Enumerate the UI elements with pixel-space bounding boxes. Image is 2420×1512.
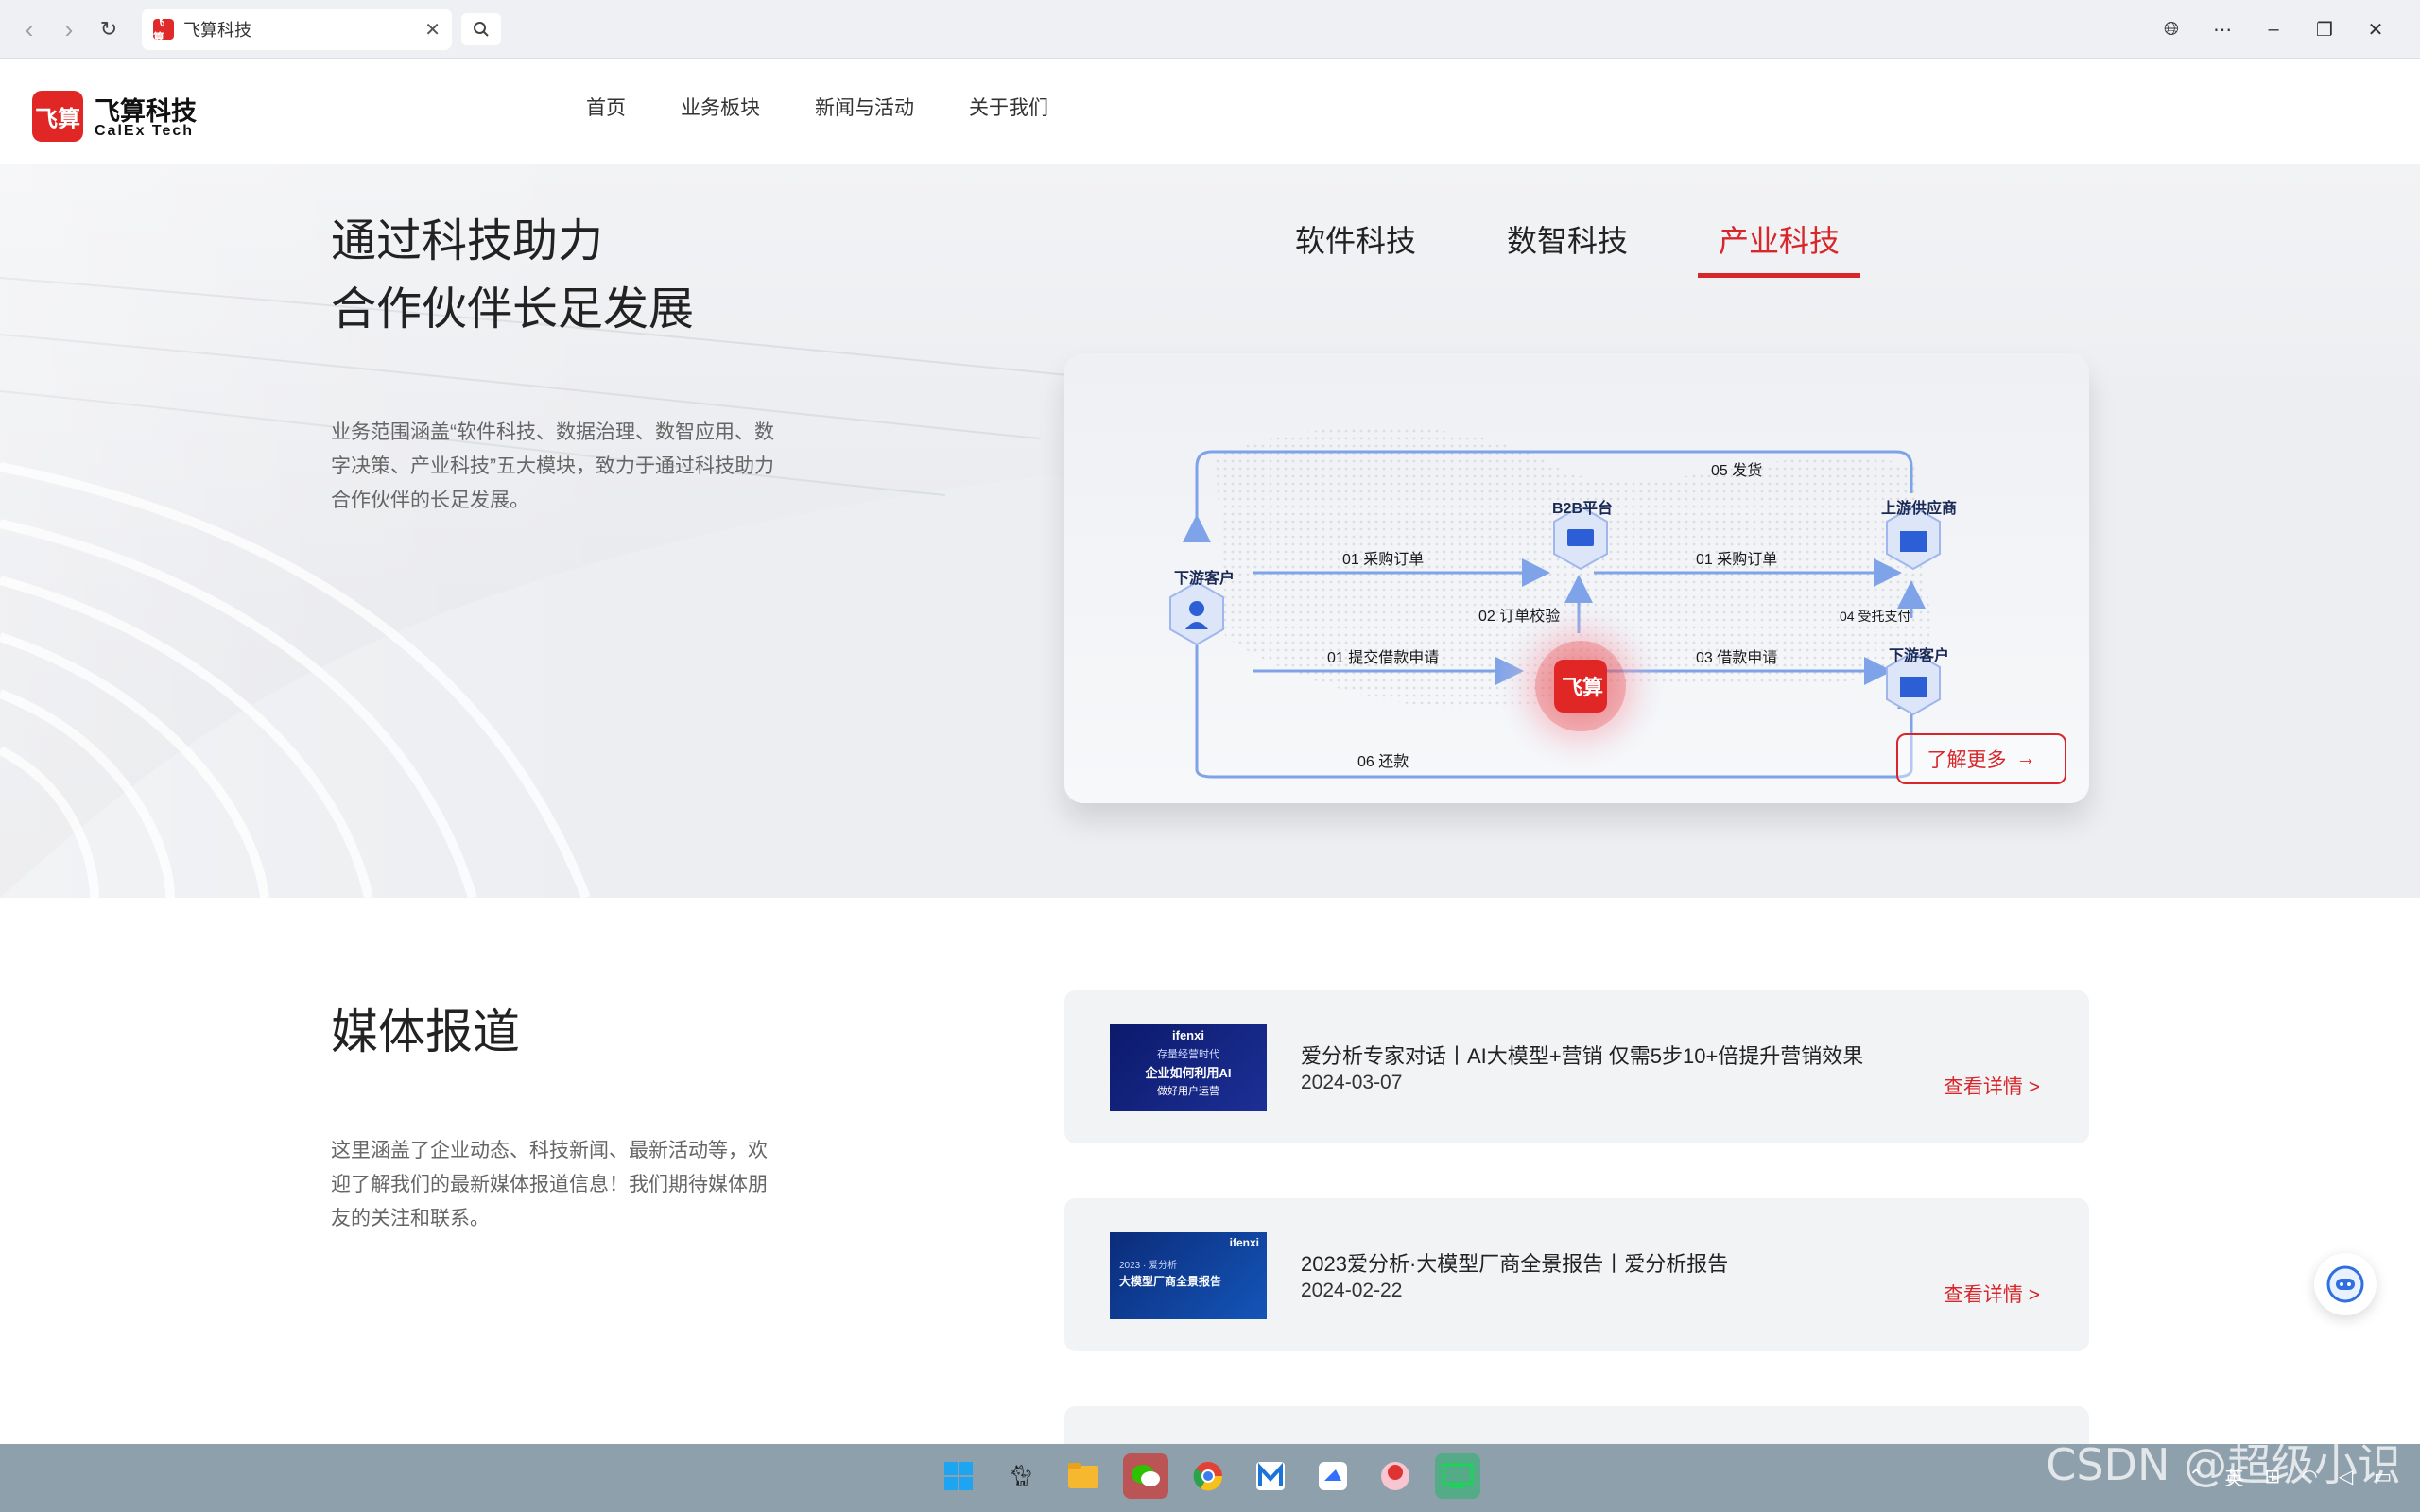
- news-title[interactable]: 2023爱分析·大模型厂商全景报告丨爱分析报告: [1301, 1252, 1729, 1276]
- nav-news[interactable]: 新闻与活动: [815, 97, 914, 119]
- system-tray: ⌃ 英 ⊞ ◠ ◁ ▭: [2188, 1463, 2392, 1490]
- thumb-line: 做好用户运营: [1157, 1086, 1219, 1097]
- main-nav: 首页 业务板块 新闻与活动 关于我们: [586, 93, 1048, 121]
- news-card-partial[interactable]: [1064, 1406, 2089, 1444]
- edge-pay: 04 受托支付: [1840, 609, 1911, 624]
- wechat-icon[interactable]: [1123, 1453, 1168, 1499]
- node-b2b: B2B平台: [1552, 501, 1614, 517]
- browser-tab[interactable]: 飞算 飞算科技 ✕: [142, 9, 452, 50]
- nav-home[interactable]: 首页: [586, 97, 626, 119]
- hero-title: 通过科技助力 合作伙伴长足发展: [331, 216, 695, 335]
- industry-flow-diagram: 下游客户 B2B平台 上游供应商 下游客户 飞算 05 发货 01 采购订单 0…: [1064, 353, 2089, 803]
- wifi-icon[interactable]: ◠: [2301, 1467, 2318, 1487]
- nav-about[interactable]: 关于我们: [969, 97, 1048, 119]
- watermark: CSDN @超级小识: [2046, 1439, 2401, 1490]
- edge-repay: 06 还款: [1357, 754, 1409, 770]
- site-header: [0, 59, 2420, 164]
- edge-ship: 05 发货: [1711, 463, 1763, 479]
- thumb-line: 存量经营时代: [1157, 1049, 1219, 1060]
- nav-business[interactable]: 业务板块: [681, 97, 760, 119]
- globe-icon[interactable]: 🌐︎: [2164, 18, 2179, 40]
- learn-more-label: 了解更多: [1927, 749, 2007, 771]
- input-language[interactable]: 英: [2224, 1469, 2244, 1489]
- view-details-link[interactable]: 查看详情 >: [1943, 1076, 2040, 1098]
- search-icon[interactable]: [461, 13, 501, 45]
- news-thumbnail[interactable]: ifenxi 存量经营时代 企业如何利用AI 做好用户运营: [1110, 1024, 1267, 1111]
- chatbot-icon[interactable]: [2314, 1253, 2377, 1315]
- anime-app-icon[interactable]: [1373, 1453, 1418, 1499]
- logo-name-en: CalEx Tech: [95, 123, 195, 139]
- media-title: 媒体报道: [331, 1005, 520, 1058]
- file-explorer-icon[interactable]: [1061, 1453, 1106, 1499]
- restore-icon[interactable]: ❐: [2316, 19, 2333, 41]
- tab-software[interactable]: 软件科技: [1295, 224, 1417, 258]
- news-thumbnail[interactable]: ifenxi 2023 · 爱分析 大模型厂商全景报告: [1110, 1232, 1267, 1319]
- tab-digital[interactable]: 数智科技: [1507, 224, 1629, 258]
- edge-verify: 02 订单校验: [1478, 609, 1561, 625]
- tab-title: 飞算科技: [183, 21, 251, 40]
- edge-loan-submit: 01 提交借款申请: [1327, 650, 1440, 666]
- media-description: 这里涵盖了企业动态、科技新闻、最新活动等，欢迎了解我们的最新媒体报道信息！我们期…: [331, 1140, 768, 1229]
- hero-tabs: 软件科技 数智科技 产业科技: [1295, 217, 1861, 278]
- tab-industry[interactable]: 产业科技: [1698, 217, 1861, 278]
- close-tab-icon[interactable]: ✕: [424, 20, 441, 41]
- chevron-up-icon[interactable]: ⌃: [2187, 1467, 2204, 1487]
- thumb-brand: ifenxi: [1172, 1028, 1204, 1042]
- news-date: 2024-02-22: [1301, 1280, 1403, 1301]
- thumb-line: 企业如何利用AI: [1145, 1066, 1232, 1080]
- browser-chrome: ‹ › ↻ 飞算 飞算科技 ✕ 🌐︎ ⋯ – ❐ ✕: [0, 0, 2420, 59]
- refresh-icon[interactable]: ↻: [99, 17, 118, 41]
- edge-po-left: 01 采购订单: [1342, 552, 1425, 568]
- learn-more-button[interactable]: 了解更多 →: [1896, 733, 2066, 784]
- news-card[interactable]: ifenxi 存量经营时代 企业如何利用AI 做好用户运营 爱分析专家对话丨AI…: [1064, 990, 2089, 1143]
- thumb-brand: ifenxi: [1229, 1236, 1259, 1249]
- news-title[interactable]: 爱分析专家对话丨AI大模型+营销 仅需5步10+倍提升营销效果: [1301, 1044, 1864, 1068]
- battery-icon[interactable]: ▭: [2374, 1467, 2392, 1487]
- thumb-line: 大模型厂商全景报告: [1119, 1275, 1222, 1288]
- minimize-icon[interactable]: –: [2268, 18, 2279, 40]
- logo-name[interactable]: 飞算科技: [95, 97, 197, 126]
- node-center-logo: 飞算: [1561, 676, 1603, 699]
- chrome-icon[interactable]: [1185, 1453, 1231, 1499]
- close-window-icon[interactable]: ✕: [2367, 19, 2384, 41]
- logo-icon[interactable]: 飞算: [32, 91, 83, 142]
- back-icon[interactable]: ‹: [25, 14, 34, 43]
- thumb-line: 2023 · 爱分析: [1119, 1261, 1178, 1271]
- taskbar: 🐈︎ ⌃ 英 ⊞ ◠ ◁ ▭: [0, 1444, 2420, 1512]
- news-date: 2024-03-07: [1301, 1072, 1403, 1093]
- messages-app-icon[interactable]: [1435, 1453, 1480, 1499]
- favicon-icon: 飞算: [153, 15, 174, 44]
- forward-icon[interactable]: ›: [64, 14, 74, 43]
- view-details-link[interactable]: 查看详情 >: [1943, 1284, 2040, 1306]
- mail-app-icon[interactable]: [1248, 1453, 1293, 1499]
- cat-app-icon[interactable]: 🐈︎: [1008, 1464, 1034, 1487]
- volume-icon[interactable]: ◁: [2338, 1467, 2354, 1487]
- node-upstream: 上游供应商: [1881, 501, 1958, 517]
- node-downstream-right: 下游客户: [1889, 648, 1950, 664]
- more-icon[interactable]: ⋯: [2213, 19, 2232, 41]
- keyboard-icon[interactable]: ⊞: [2264, 1467, 2281, 1487]
- edge-po-right: 01 采购订单: [1696, 552, 1778, 568]
- windows-start-icon[interactable]: [936, 1453, 981, 1499]
- feishu-icon[interactable]: [1310, 1453, 1356, 1499]
- flow-diagram-svg: [1169, 426, 1941, 779]
- arrow-right-icon: →: [2015, 747, 2036, 769]
- news-card[interactable]: ifenxi 2023 · 爱分析 大模型厂商全景报告 2023爱分析·大模型厂…: [1064, 1198, 2089, 1351]
- hero-description: 业务范围涵盖“软件科技、数据治理、数智应用、数字决策、产业科技”五大模块，致力于…: [331, 421, 774, 511]
- edge-loan-apply: 03 借款申请: [1696, 650, 1778, 666]
- node-downstream-left: 下游客户: [1174, 571, 1236, 587]
